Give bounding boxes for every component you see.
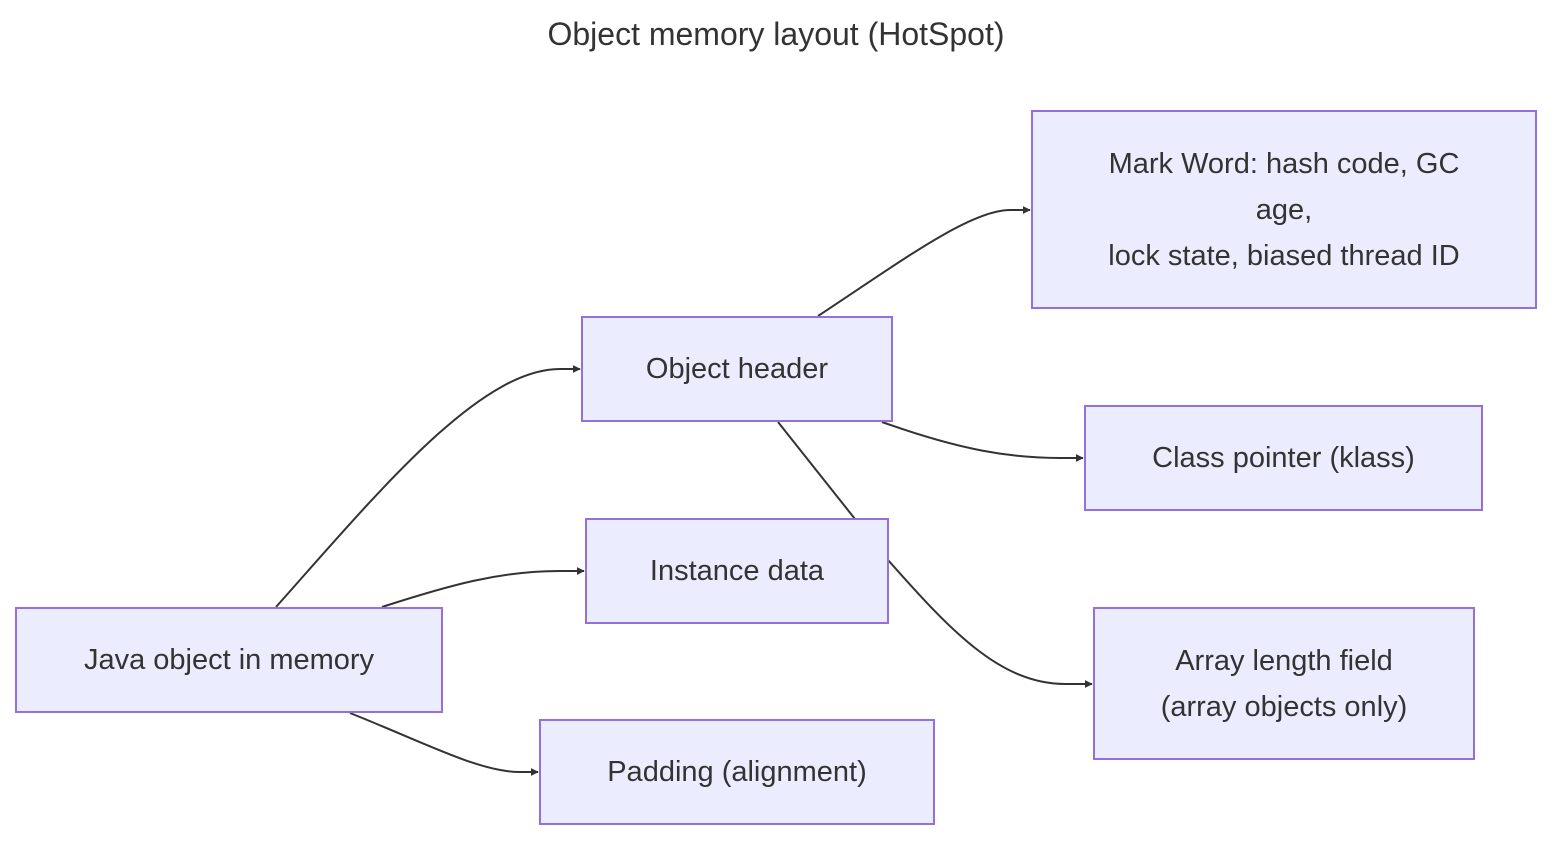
diagram-title: Object memory layout (HotSpot) xyxy=(547,16,1005,52)
node-label: Class pointer (klass) xyxy=(1152,442,1415,474)
edge-root-to-padding xyxy=(349,712,539,776)
node-label: Mark Word: hash code, GC age, lock state… xyxy=(1108,147,1460,272)
edge-root-to-header xyxy=(275,365,581,608)
node-label: Array length field (array objects only) xyxy=(1160,644,1408,723)
node-array-length-field: Array length field (array objects only) xyxy=(1093,607,1475,760)
edge-header-to-mark xyxy=(817,206,1031,317)
node-label: Java object in memory xyxy=(83,644,375,676)
edge-header-to-array xyxy=(777,421,1092,684)
edge-root-to-instance xyxy=(381,567,585,608)
node-label: Instance data xyxy=(649,555,825,587)
edge-header-to-klass xyxy=(881,421,1084,462)
node-padding: Padding (alignment) xyxy=(539,719,935,825)
node-label: Object header xyxy=(645,353,829,385)
node-mark-word: Mark Word: hash code, GC age, lock state… xyxy=(1031,110,1537,309)
node-class-pointer: Class pointer (klass) xyxy=(1084,405,1483,511)
node-label: Padding (alignment) xyxy=(607,756,867,788)
node-java-object-in-memory: Java object in memory xyxy=(15,607,443,713)
node-instance-data: Instance data xyxy=(585,518,889,624)
node-object-header: Object header xyxy=(581,316,893,422)
